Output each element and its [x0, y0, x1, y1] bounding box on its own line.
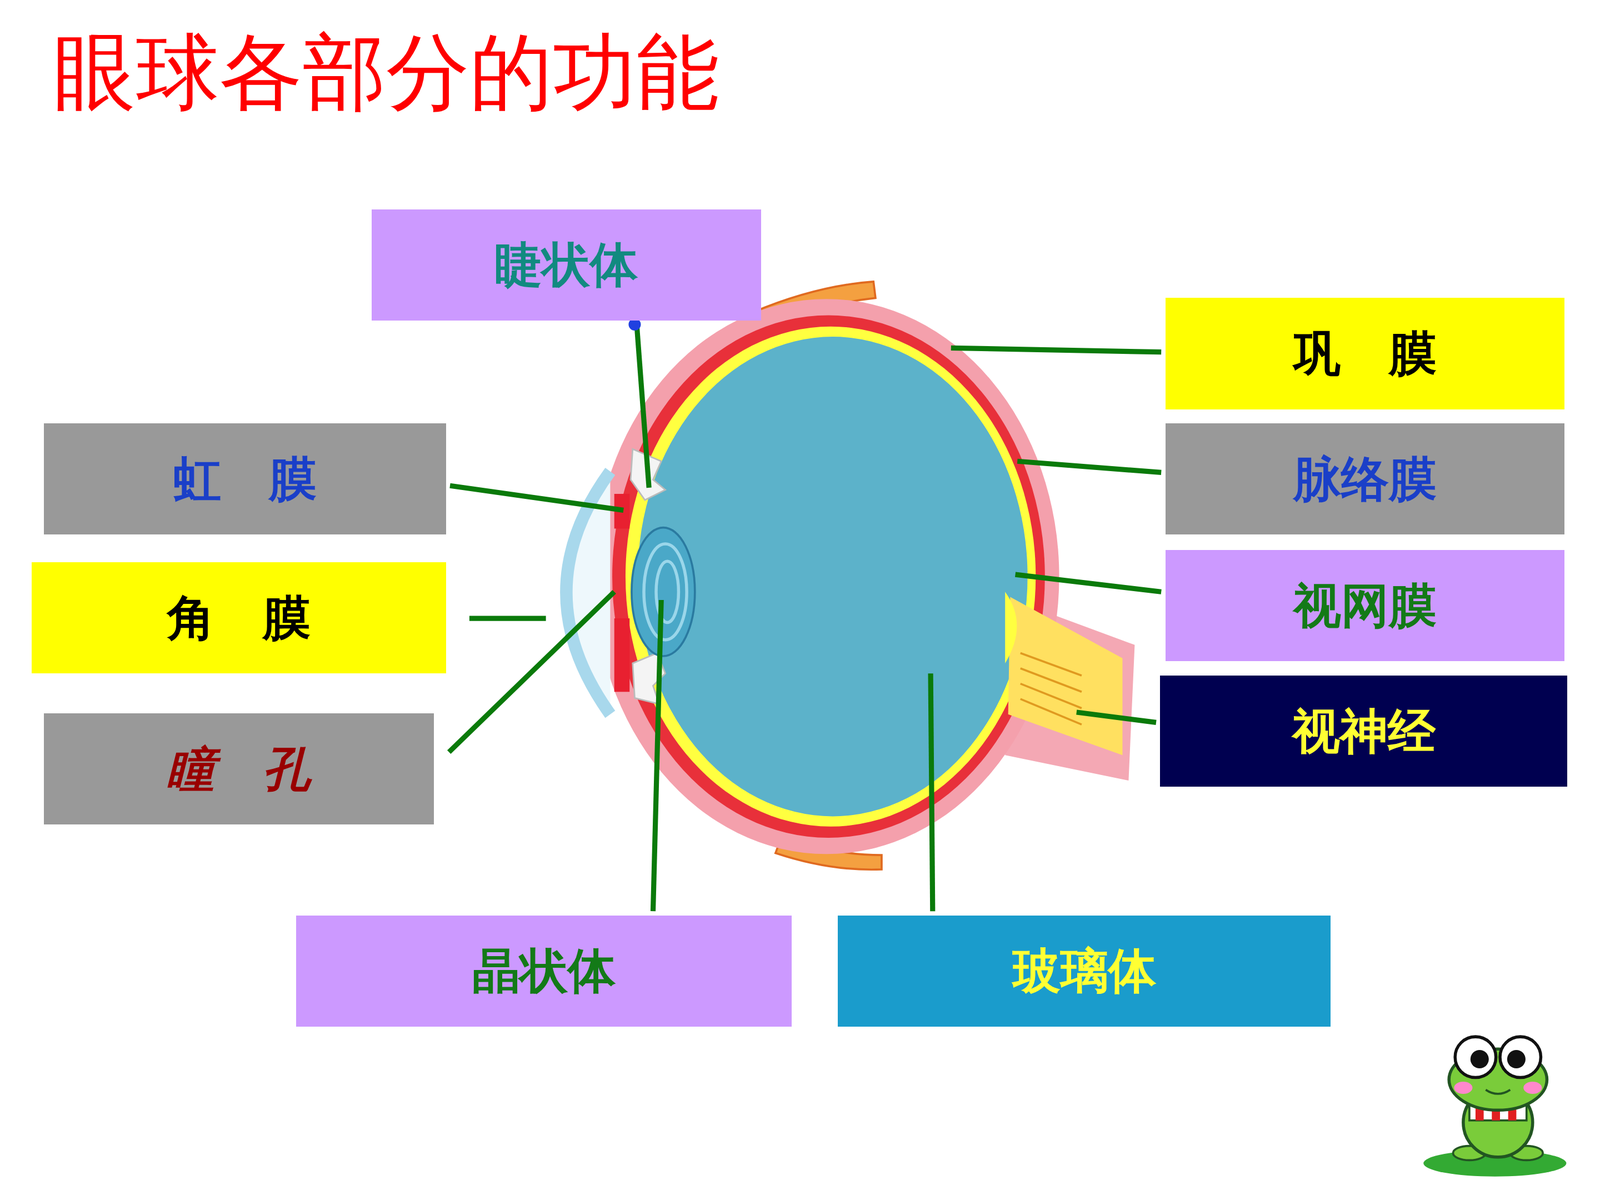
- label-box: 瞳 孔: [43, 713, 434, 825]
- label-text: 脉络膜: [1293, 452, 1437, 506]
- choroid: [612, 315, 1045, 838]
- lens-ring: [643, 543, 687, 640]
- label-text: 虹 膜: [173, 452, 317, 506]
- label-box: 角 膜: [31, 562, 447, 674]
- title: 眼球各部分的功能: [52, 26, 720, 119]
- label-box: 脉络膜: [1165, 423, 1565, 535]
- label-text: 睫状体: [494, 238, 638, 292]
- optic-nerve: [1008, 596, 1123, 755]
- label-text: 瞳 孔: [167, 742, 311, 796]
- frog-mascot: [1423, 1036, 1567, 1177]
- nerve-fibres: [1020, 653, 1082, 725]
- label-text: 巩 膜: [1293, 327, 1437, 380]
- label-text: 视神经: [1292, 705, 1436, 758]
- label-box: 视网膜: [1165, 550, 1565, 662]
- label-box: 晶状体: [296, 915, 793, 1027]
- label-box: 虹 膜: [43, 423, 447, 535]
- optic-nerve-sheath: [1005, 596, 1135, 781]
- label-text: 晶状体: [472, 944, 616, 998]
- label-box: 睫状体: [371, 209, 762, 321]
- label-text: 玻璃体: [1012, 944, 1157, 998]
- label-text: 视网膜: [1293, 579, 1437, 633]
- retina: [625, 326, 1036, 827]
- lens: [631, 527, 695, 657]
- sclera: [593, 298, 1060, 854]
- label-box: 视神经: [1160, 675, 1568, 787]
- label-box: 巩 膜: [1165, 297, 1565, 409]
- vitreous-body: [637, 336, 1028, 817]
- iris: [614, 618, 630, 692]
- label-text: 角 膜: [167, 591, 311, 645]
- leader-lines: [448, 324, 1162, 912]
- label-box: 玻璃体: [837, 915, 1331, 1027]
- optic-disc: [1005, 591, 1017, 664]
